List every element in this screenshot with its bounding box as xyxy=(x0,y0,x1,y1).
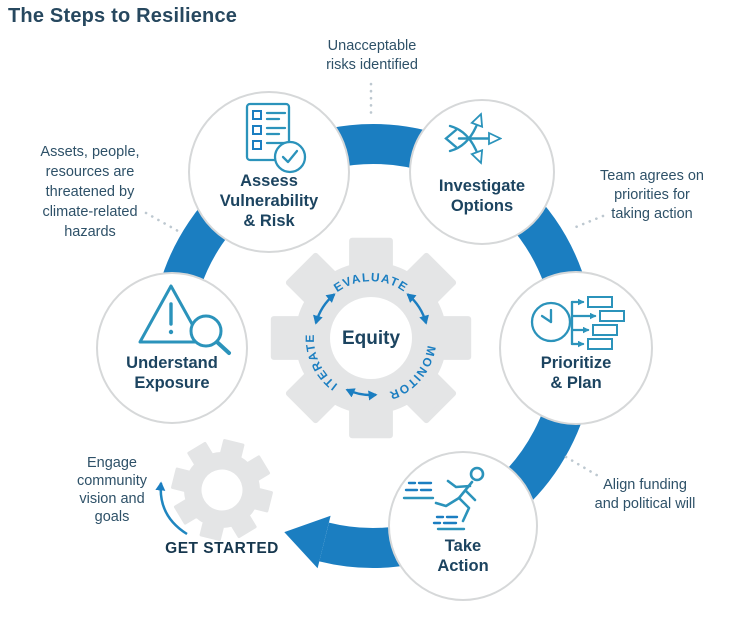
annotation-team: Team agrees on priorities for taking act… xyxy=(600,168,704,222)
center-gear-hub xyxy=(330,297,412,379)
get-started-arrow xyxy=(155,481,188,536)
annotation-assets: Assets, people, resources are threatened… xyxy=(40,144,140,240)
step-circle-prioritize xyxy=(499,271,653,425)
step-circle-assess xyxy=(188,91,350,253)
checklist-check-icon xyxy=(245,102,307,174)
leader-team xyxy=(569,214,605,231)
step-circle-take-action xyxy=(388,451,538,601)
branching-arrows-icon xyxy=(444,122,492,155)
step-label-investigate: Investigate Options xyxy=(438,177,526,215)
get-started-label: GET STARTED xyxy=(165,540,279,557)
running-person-icon xyxy=(402,466,485,531)
hub-label-equity: Equity xyxy=(342,328,400,349)
leader-assets xyxy=(144,211,180,233)
annotation-engage: Engage community vision and goals xyxy=(76,455,148,525)
warning-magnifier-icon xyxy=(138,284,231,355)
leader-funding xyxy=(564,455,602,479)
step-circle-understand xyxy=(96,272,248,424)
cycle-band-arrowhead xyxy=(284,515,331,569)
cycle-arrow-top-right xyxy=(406,293,429,325)
cycle-arrow-bottom xyxy=(345,388,378,401)
page-title: The Steps to Resilience xyxy=(8,5,238,27)
step-circle-investigate xyxy=(409,99,555,245)
step-label-prioritize: Prioritize & Plan xyxy=(540,354,612,392)
step-label-take-action: Take Action xyxy=(437,537,489,575)
clock-timeline-icon xyxy=(530,296,625,350)
annotation-funding: Align funding and political will xyxy=(594,477,696,512)
step-label-assess: Assess Vulnerability & Risk xyxy=(219,172,319,230)
cycle-arrow-top-left xyxy=(313,293,336,325)
step-label-understand: Understand Exposure xyxy=(126,354,218,392)
annotation-risks: Unacceptable risks identified xyxy=(326,38,418,73)
